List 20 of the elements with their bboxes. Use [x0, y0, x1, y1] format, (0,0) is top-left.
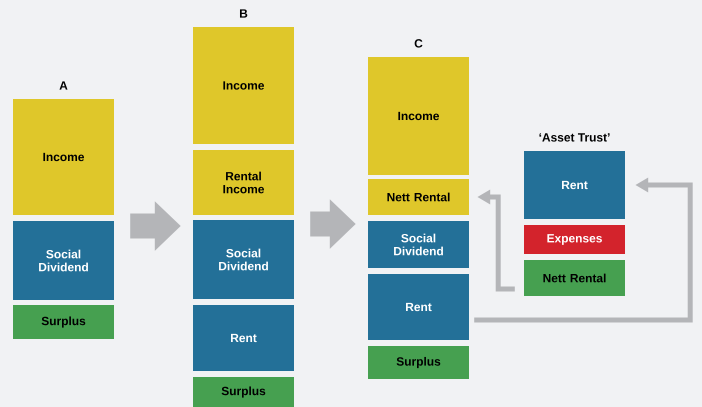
column-heading: A	[59, 81, 68, 90]
column-heading: B	[240, 9, 248, 18]
category-box: Nett Rental	[368, 179, 469, 215]
category-box: Nett Rental	[524, 260, 625, 296]
category-box: Social Dividend	[193, 220, 294, 299]
category-box: Surplus	[193, 377, 294, 407]
category-box: Income	[193, 27, 294, 144]
category-box: Social Dividend	[13, 221, 114, 300]
category-box: Rent	[368, 274, 469, 340]
category-box: Expenses	[524, 225, 625, 254]
column-heading: C	[414, 39, 422, 48]
category-box: Rent	[524, 151, 625, 219]
category-box: Rental Income	[193, 150, 294, 215]
column-heading: ‘Asset Trust’	[539, 133, 610, 142]
category-box: Rent	[193, 305, 294, 371]
category-box: Income	[13, 99, 114, 215]
category-box: Income	[368, 57, 469, 175]
category-box: Social Dividend	[368, 221, 469, 268]
category-box: Surplus	[13, 305, 114, 339]
category-box: Surplus	[368, 346, 469, 379]
